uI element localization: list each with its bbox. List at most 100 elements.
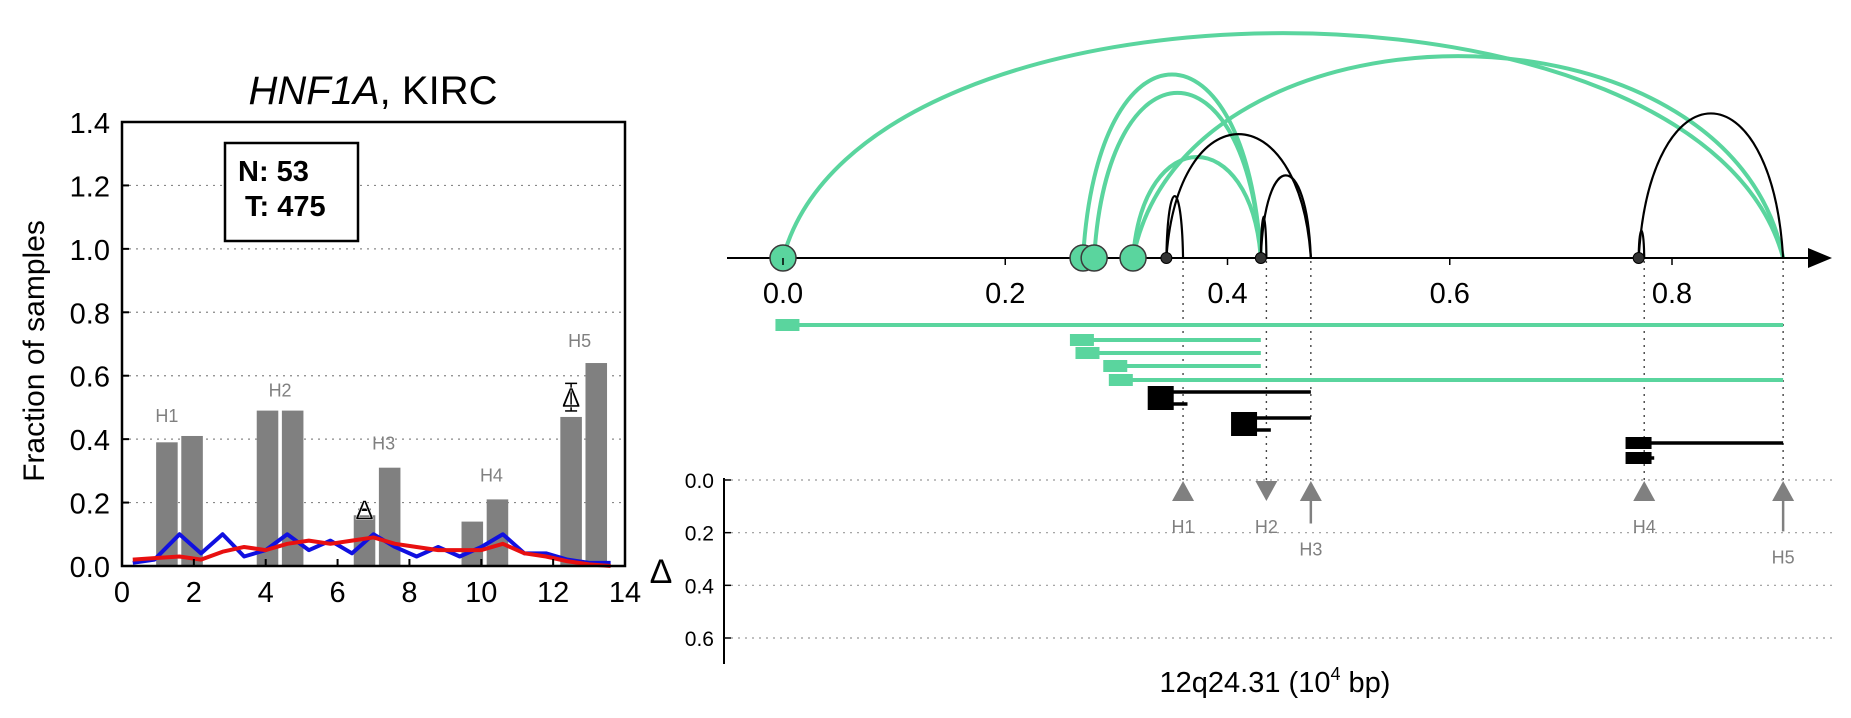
splice-arc (1259, 215, 1268, 259)
bar-group-label: H4 (480, 465, 503, 485)
junction-node-black (1254, 252, 1267, 264)
hotspot-down-arrow-icon (1255, 481, 1278, 501)
transcript-exon (1625, 437, 1652, 449)
y-tick-label: 1.0 (70, 235, 110, 267)
y-tick-label: 0.2 (70, 489, 110, 521)
splice-arc (1259, 174, 1312, 259)
transcript-exon (1147, 386, 1174, 398)
x-tick-label: 10 (465, 577, 497, 609)
delta-marker-icon: Δ (562, 382, 581, 413)
x-tick-label: 6 (330, 577, 346, 609)
genomic-tick-label: 0.6 (1430, 278, 1470, 310)
splice-arc (1131, 54, 1786, 259)
legend-n-label: N: 53 (238, 156, 309, 188)
bar-H4-normal (461, 521, 484, 566)
delta-axis: 0.0 0.2 0.4 0.6 Δ (650, 470, 1832, 664)
x-tick-label: 0 (114, 577, 130, 609)
x-tick-label: 4 (258, 577, 274, 609)
hotspot-label: H1 (1172, 517, 1195, 537)
y-axis-label: Fraction of samples (18, 220, 51, 482)
genomic-tick-label: 0.4 (1207, 278, 1247, 310)
bar-H5-tumor (585, 363, 608, 566)
hotspot-up-arrow-icon (1172, 481, 1195, 501)
delta-marker-icon: Δ (355, 495, 374, 526)
chart-title-suffix: , KIRC (380, 69, 498, 113)
chart-title-gene: HNF1A (249, 69, 380, 113)
splice-arc (781, 31, 1786, 259)
delta-tick-label: 0.0 (685, 470, 714, 493)
junction-node-black (1632, 252, 1645, 264)
transcript-exon (1069, 334, 1094, 346)
chart-title: HNF1A, KIRC (249, 69, 498, 113)
delta-tick-label: 0.2 (685, 523, 714, 546)
bar-H1-tumor (181, 435, 203, 566)
transcript-exon (1231, 412, 1258, 424)
y-tick-label: 0.6 (70, 362, 110, 394)
bar-H2-normal (256, 410, 279, 566)
splice-arc (1637, 112, 1785, 259)
bar-H4-tumor (486, 499, 509, 566)
y-tick-label: 1.4 (70, 108, 110, 140)
legend-box: N: 53 T: 475 (223, 141, 360, 243)
hotspot-up-arrow-icon (1772, 481, 1795, 501)
splice-arc (1637, 229, 1646, 259)
x-tick-label: 14 (609, 577, 641, 609)
splice-arcs (781, 31, 1786, 259)
x-tick-label: 12 (537, 577, 569, 609)
bar-H1-normal (156, 442, 178, 566)
series-lines (132, 532, 611, 568)
junction-node-black (1160, 252, 1173, 264)
series-line-tumor_line (132, 535, 611, 568)
hotspot-up-arrow-icon (1633, 481, 1656, 501)
splice-arc (1165, 133, 1312, 259)
y-tick-label: 0.8 (70, 298, 110, 330)
bar-group-label: H5 (568, 331, 591, 351)
bar-group-label: H2 (269, 381, 292, 401)
legend-frame (223, 141, 360, 243)
genomic-axis-ticks: 0.0 0.2 0.4 0.6 0.8 (763, 258, 1692, 310)
bar-group-label: H3 (372, 434, 395, 454)
junction-node-green (1119, 244, 1147, 272)
genomic-tick-label: 0.8 (1652, 278, 1692, 310)
delta-axis-label: Δ (650, 553, 673, 591)
left-bar-chart: HNF1A, KIRC Fraction of samples H1 H2H3H4… (18, 69, 641, 609)
plot-frame (120, 120, 627, 568)
hotspot-label: H3 (1299, 540, 1322, 560)
bar-H5-normal (560, 416, 582, 566)
genomic-axis-arrow-icon (1808, 248, 1832, 268)
genomic-tick-label: 0.2 (985, 278, 1025, 310)
x-tick-label: 2 (186, 577, 202, 609)
bar-H2-tumor (281, 410, 304, 566)
hotspot-guides (1182, 261, 1784, 480)
splice-arc (1131, 155, 1263, 259)
transcripts (775, 319, 1784, 464)
y-tick-label: 1.2 (70, 171, 110, 203)
hotspot-label: H2 (1255, 517, 1278, 537)
axis-ticks: 0.0 0.2 0.4 0.6 0.8 1.0 1.2 1.4 0 2 4 6 8 10 12 14 (70, 108, 641, 609)
transcript-exon (1103, 360, 1128, 372)
transcript-exon (1147, 398, 1174, 410)
y-tick-label: 0.4 (70, 425, 110, 457)
bar-group-label: H1 (155, 406, 178, 426)
hotspot-label: H4 (1633, 517, 1656, 537)
splice-arc (1165, 194, 1185, 259)
hotspot-label: H5 (1772, 547, 1795, 567)
genomic-tick-label: 0.0 (763, 278, 803, 310)
bar-H3-tumor (378, 467, 401, 566)
x-tick-label: 8 (401, 577, 417, 609)
delta-tick-label: 0.4 (685, 575, 715, 598)
legend-t-label: T: 475 (245, 191, 326, 223)
transcript-exon (1625, 452, 1652, 464)
hotspot-up-arrow-icon (1299, 481, 1322, 501)
delta-tick-label: 0.6 (685, 628, 714, 651)
genomic-axis-label: 12q24.31 (104 bp) (1160, 664, 1391, 699)
transcript-exon (775, 319, 800, 331)
splice-arc (1092, 91, 1263, 259)
junction-node-green (1080, 244, 1108, 272)
y-tick-label: 0.0 (70, 552, 110, 584)
transcript-exon (1231, 424, 1258, 436)
